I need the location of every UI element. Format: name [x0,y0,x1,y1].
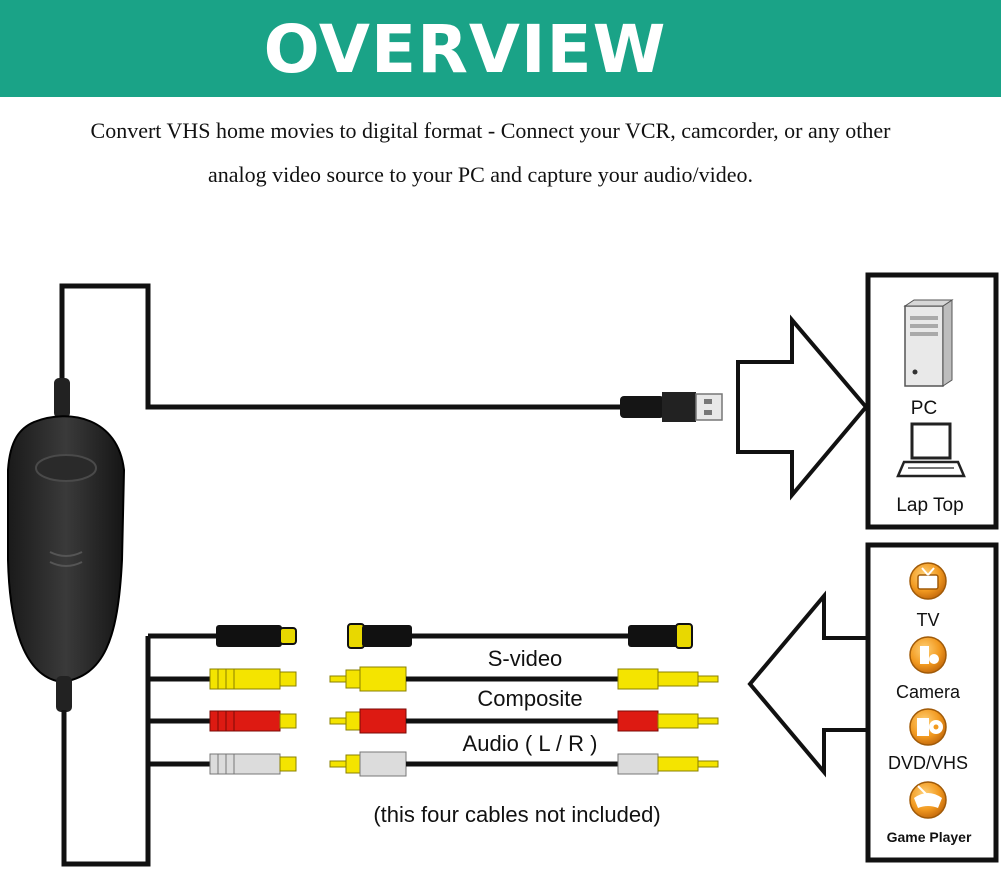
game-player-label: Game Player [887,829,972,845]
laptop-label: Lap Top [896,495,963,516]
tv-label: TV [916,610,939,630]
audio-label: Audio ( L / R ) [463,731,598,756]
svideo-cable [347,623,693,649]
camera-label: Camera [896,682,961,702]
banner-title: OVERVIEW [263,11,667,88]
cables-note: (this four cables not included) [373,802,660,827]
overview-banner: OVERVIEW [0,0,1001,97]
usb-plug [620,392,723,422]
laptop-icon [896,422,966,478]
audio-r-cable [329,708,719,734]
device-button [35,454,97,482]
composite-label: Composite [477,686,582,711]
description-line-2: analog video source to your PC and captu… [208,162,753,187]
arrow-to-computer [736,314,869,501]
pc-tower-icon [903,299,954,387]
description-line-1: Convert VHS home movies to digital forma… [90,118,891,143]
usb-cable [59,283,626,410]
device-composite-connector [209,668,297,690]
breakout-cable [61,636,151,867]
tv-icon [909,562,947,600]
pc-label: PC [911,398,937,419]
camera-icon [909,636,947,674]
strain-relief-bottom [56,676,72,712]
device-audio-l-connector [209,753,297,775]
game-player-icon [909,781,947,819]
svideo-label: S-video [488,646,563,671]
capture-device [7,415,126,684]
device-svideo-connector [216,625,297,647]
dvd-vhs-label: DVD/VHS [888,753,968,773]
dvd-vhs-icon [909,708,947,746]
arrow-from-sources [747,590,866,778]
audio-l-cable [329,751,719,777]
strain-relief-top [54,378,70,418]
device-audio-r-connector [209,710,297,732]
composite-cable [329,666,719,692]
